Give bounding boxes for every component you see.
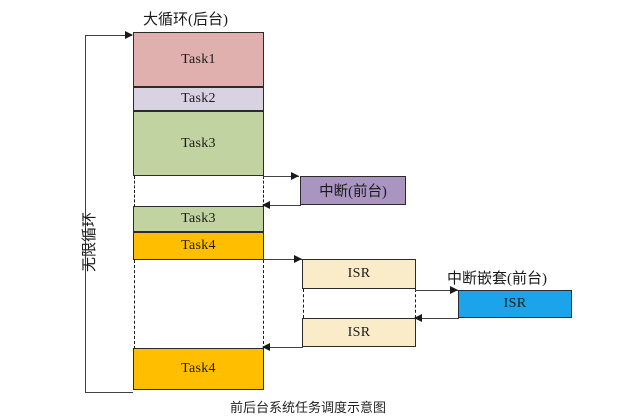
isr-suspend-guide-left	[303, 289, 304, 318]
figure-caption: 前后台系统任务调度示意图	[230, 400, 387, 415]
suspend-guide-right-upper	[263, 176, 264, 207]
interrupt-enter-line	[263, 176, 299, 177]
suspend-guide-left-upper	[134, 176, 135, 207]
isr-enter-arrow-icon	[294, 254, 302, 263]
task-block-task1: Task1	[133, 32, 264, 87]
title-background-loop: 大循环(后台)	[143, 12, 228, 28]
task-block-task2: Task2	[133, 87, 264, 111]
nested-enter-arrow-icon	[450, 285, 458, 294]
interrupt-block: 中断(前台)	[300, 176, 406, 205]
isr-enter-line	[263, 259, 303, 260]
loop-line-vertical	[85, 35, 86, 392]
suspend-guide-right-lower	[263, 260, 264, 349]
task-block-task4-first: Task4	[133, 232, 264, 260]
nested-return-line	[417, 318, 459, 319]
isr-block-second: ISR	[302, 318, 416, 347]
interrupt-return-line	[265, 205, 301, 206]
task-block-task4-second: Task4	[133, 348, 264, 390]
task-block-task3-second: Task3	[133, 206, 264, 232]
nested-return-arrow-icon	[414, 313, 422, 322]
suspend-guide-left-lower	[134, 260, 135, 349]
isr-block-first: ISR	[302, 259, 416, 289]
loop-line-bottom	[85, 392, 133, 393]
task-block-task3-first: Task3	[133, 111, 264, 176]
interrupt-enter-arrow-icon	[291, 171, 299, 180]
loop-line-top	[85, 35, 132, 36]
loop-arrow-head-icon	[125, 30, 133, 39]
diagram-canvas: 大循环(后台) 无限循环 Task1 Task2 Task3 Task3 Tas…	[82, 12, 572, 415]
interrupt-return-arrow-icon	[262, 200, 270, 209]
isr-block-nested: ISR	[458, 290, 572, 318]
isr-suspend-guide-right	[415, 289, 416, 318]
label-infinite-loop: 无限循环	[82, 211, 98, 272]
isr-return-arrow-icon	[262, 342, 270, 351]
label-nested-interrupt: 中断嵌套(前台)	[447, 271, 547, 287]
nested-enter-line	[415, 290, 459, 291]
isr-return-line	[265, 347, 303, 348]
